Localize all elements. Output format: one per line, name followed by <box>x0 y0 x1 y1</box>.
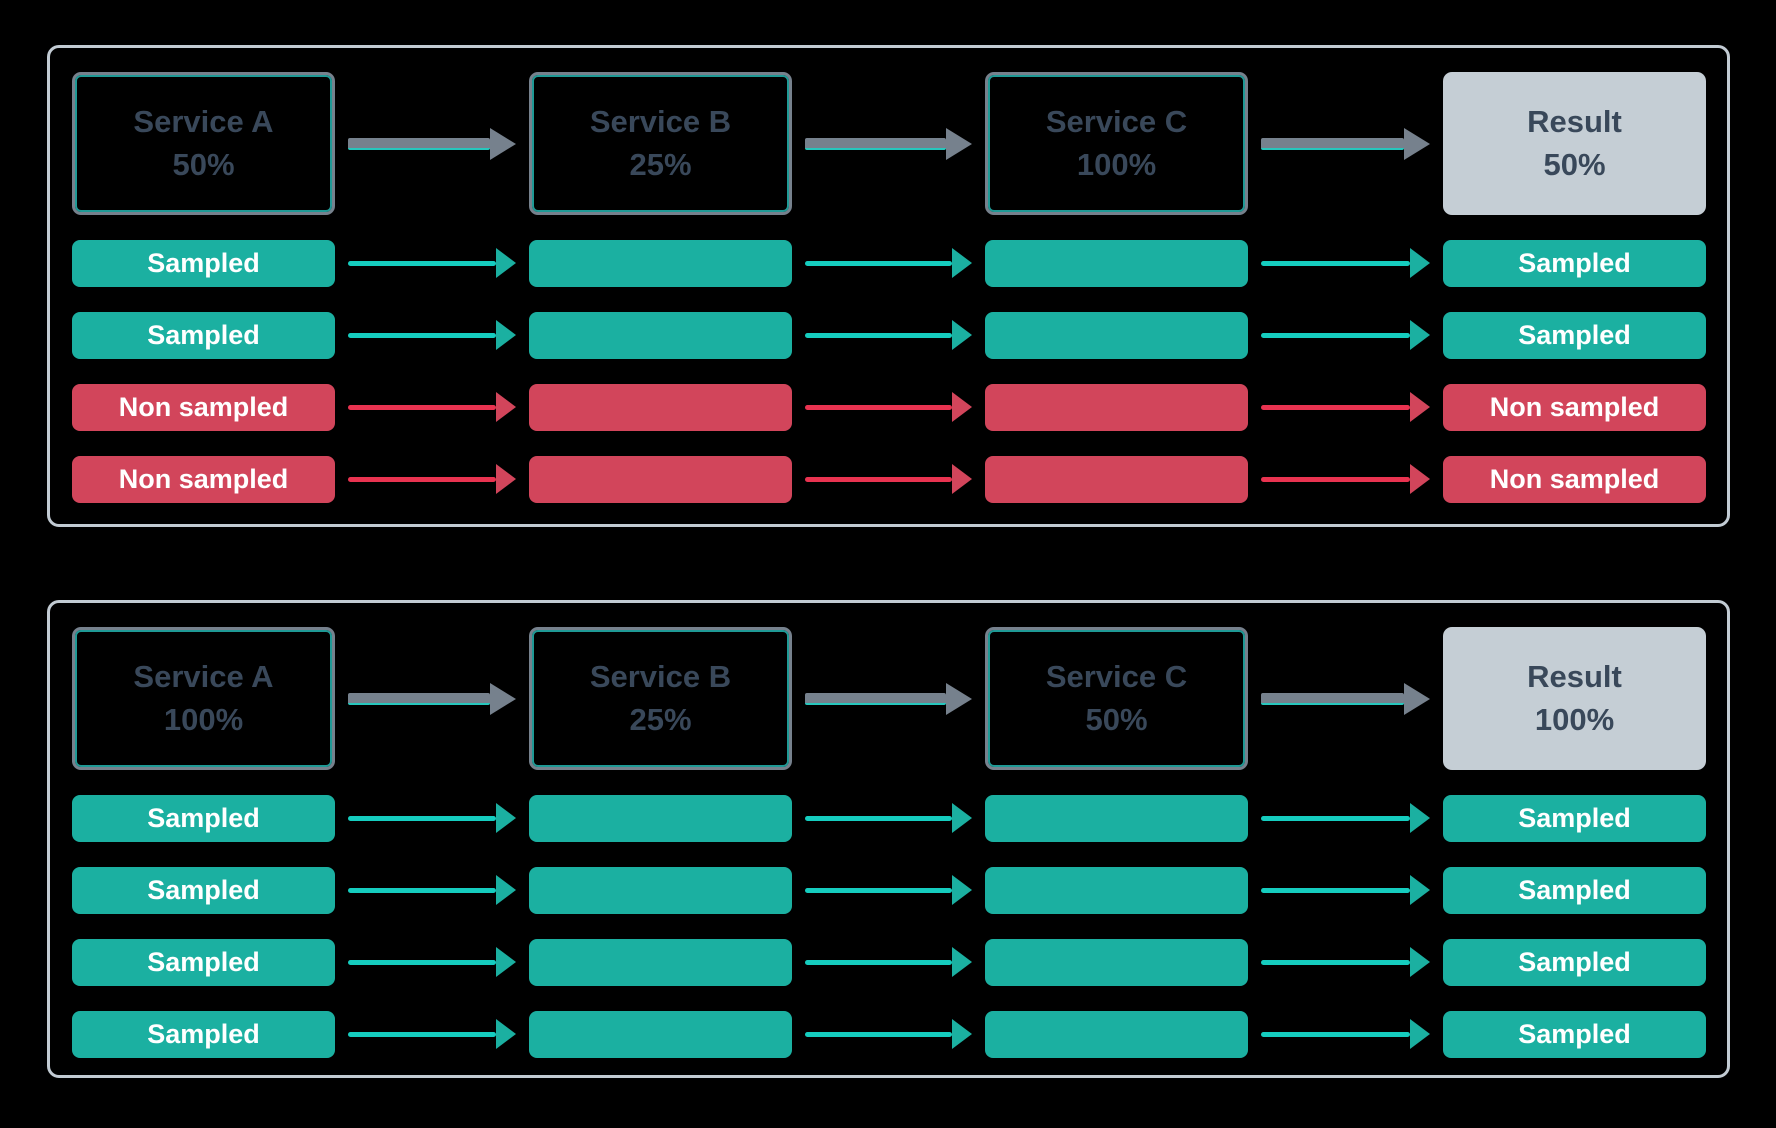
trace-pill: Sampled <box>1443 1011 1706 1058</box>
trace-pill: Non sampled <box>72 384 335 431</box>
trace-pill <box>985 939 1248 986</box>
flow-arrow-icon <box>805 683 972 715</box>
flow-arrow-icon <box>1261 320 1430 350</box>
trace-pill: Sampled <box>72 1011 335 1058</box>
flow-arrow-icon <box>1261 128 1430 160</box>
trace-pill: Sampled <box>1443 939 1706 986</box>
result-box: Result 100% <box>1443 627 1706 770</box>
service-box: Service A 100% <box>72 627 335 770</box>
flow-arrow-icon <box>805 392 972 422</box>
service-rate: 50% <box>172 146 235 182</box>
trace-pill: Sampled <box>72 939 335 986</box>
service-box: Service C 100% <box>985 72 1248 215</box>
result-rate: 50% <box>1543 146 1606 182</box>
trace-pill <box>985 867 1248 914</box>
service-name: Service A <box>133 658 274 694</box>
service-name: Service C <box>1045 103 1188 139</box>
service-name: Service A <box>133 103 274 139</box>
flow-arrow-icon <box>805 1019 972 1049</box>
trace-pill <box>529 795 792 842</box>
service-box: Service A 50% <box>72 72 335 215</box>
trace-pill <box>529 384 792 431</box>
trace-pill: Sampled <box>72 312 335 359</box>
flow-arrow-icon <box>348 128 516 160</box>
flow-arrow-icon <box>1261 392 1430 422</box>
trace-pill: Sampled <box>72 240 335 287</box>
trace-pill <box>529 939 792 986</box>
result-label: Result <box>1527 658 1622 694</box>
result-rate: 100% <box>1534 701 1615 737</box>
trace-pill: Sampled <box>72 867 335 914</box>
trace-pill <box>529 867 792 914</box>
flow-arrow-icon <box>805 464 972 494</box>
trace-pill <box>985 312 1248 359</box>
service-name: Service C <box>1045 658 1188 694</box>
flow-arrow-icon <box>348 875 516 905</box>
result-label: Result <box>1527 103 1622 139</box>
trace-pill <box>529 456 792 503</box>
flow-arrow-icon <box>348 803 516 833</box>
flow-arrow-icon <box>348 1019 516 1049</box>
service-box: Service C 50% <box>985 627 1248 770</box>
service-box: Service B 25% <box>529 627 792 770</box>
trace-pill <box>529 312 792 359</box>
trace-pill: Sampled <box>72 795 335 842</box>
flow-arrow-icon <box>348 248 516 278</box>
trace-pill <box>985 456 1248 503</box>
flow-arrow-icon <box>1261 947 1430 977</box>
trace-pill: Non sampled <box>72 456 335 503</box>
flow-arrow-icon <box>805 947 972 977</box>
flow-arrow-icon <box>1261 683 1430 715</box>
service-box: Service B 25% <box>529 72 792 215</box>
flow-arrow-icon <box>348 464 516 494</box>
trace-pill <box>985 1011 1248 1058</box>
service-name: Service B <box>589 658 732 694</box>
flow-arrow-icon <box>1261 248 1430 278</box>
service-rate: 100% <box>1076 146 1157 182</box>
flow-panel-full-sampling: Service A 100% Service B 25% Service C 5… <box>47 600 1730 1078</box>
flow-arrow-icon <box>805 803 972 833</box>
trace-pill <box>985 384 1248 431</box>
flow-arrow-icon <box>1261 875 1430 905</box>
trace-pill: Sampled <box>1443 240 1706 287</box>
flow-arrow-icon <box>348 947 516 977</box>
trace-pill <box>529 1011 792 1058</box>
flow-arrow-icon <box>805 875 972 905</box>
flow-arrow-icon <box>1261 464 1430 494</box>
flow-arrow-icon <box>348 392 516 422</box>
trace-pill: Non sampled <box>1443 384 1706 431</box>
flow-arrow-icon <box>1261 803 1430 833</box>
service-rate: 25% <box>629 701 692 737</box>
flow-arrow-icon <box>348 320 516 350</box>
flow-arrow-icon <box>805 248 972 278</box>
trace-pill: Non sampled <box>1443 456 1706 503</box>
service-rate: 50% <box>1085 701 1148 737</box>
trace-pill <box>985 240 1248 287</box>
trace-pill: Sampled <box>1443 312 1706 359</box>
trace-pill: Sampled <box>1443 795 1706 842</box>
flow-panel-head-sampling: Service A 50% Service B 25% Service C 10… <box>47 45 1730 527</box>
trace-pill <box>985 795 1248 842</box>
service-name: Service B <box>589 103 732 139</box>
trace-pill <box>529 240 792 287</box>
trace-pill: Sampled <box>1443 867 1706 914</box>
result-box: Result 50% <box>1443 72 1706 215</box>
flow-arrow-icon <box>348 683 516 715</box>
service-rate: 25% <box>629 146 692 182</box>
service-rate: 100% <box>163 701 244 737</box>
flow-arrow-icon <box>1261 1019 1430 1049</box>
flow-arrow-icon <box>805 128 972 160</box>
flow-arrow-icon <box>805 320 972 350</box>
